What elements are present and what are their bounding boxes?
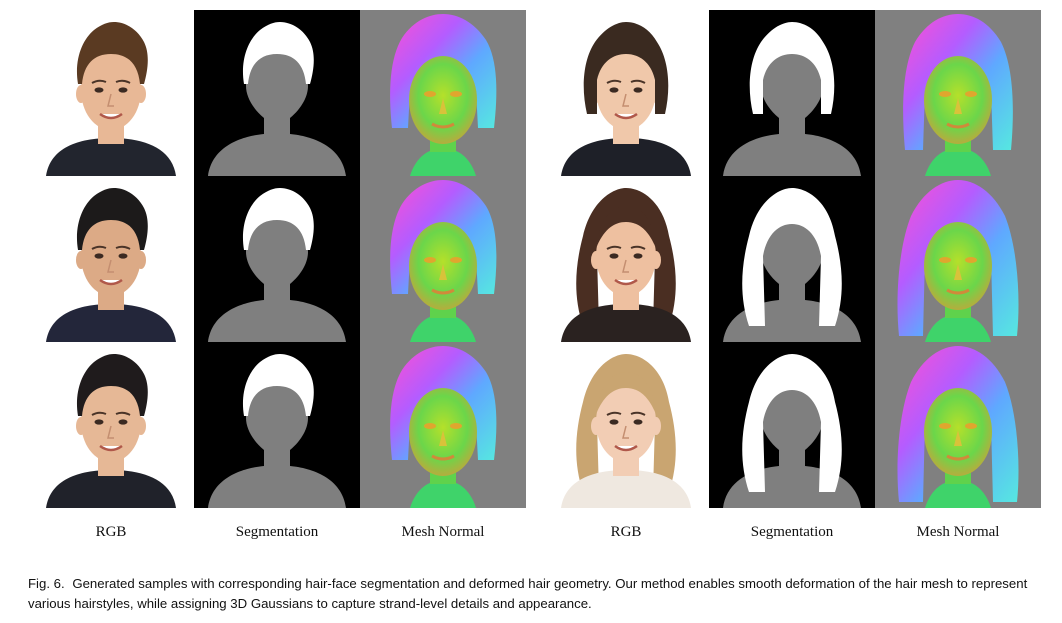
mesh-normal-image: [875, 342, 1041, 508]
segmentation-svg: [709, 10, 875, 176]
column-label-segmentation-right: Segmentation: [750, 524, 834, 540]
segmentation-image: [709, 176, 875, 342]
mesh-normal-image: [875, 176, 1041, 342]
portrait-svg: [28, 10, 194, 176]
mesh-normal-svg: [875, 10, 1041, 176]
mesh-normal-svg: [875, 342, 1041, 508]
segmentation-svg: [194, 342, 360, 508]
mesh-normal-svg: [360, 176, 526, 342]
mesh-normal-image: [360, 342, 526, 508]
mesh-normal-svg: [360, 342, 526, 508]
mesh-normal-image: [875, 10, 1041, 176]
segmentation-svg: [194, 176, 360, 342]
rgb-image: [28, 176, 194, 342]
mesh-normal-svg: [875, 176, 1041, 342]
portrait-svg: [543, 176, 709, 342]
rgb-image: [28, 342, 194, 508]
rgb-image: [543, 176, 709, 342]
mesh-normal-svg: [360, 10, 526, 176]
portrait-svg: [543, 342, 709, 508]
figure-label: Fig. 6.: [28, 576, 65, 591]
portrait-svg: [28, 176, 194, 342]
column-label-rgb-right: RGB: [610, 524, 642, 540]
rgb-image: [543, 342, 709, 508]
figure-caption: Fig. 6. Generated samples with correspon…: [28, 574, 1048, 614]
column-label-mesh-normal-right: Mesh Normal: [916, 524, 1000, 540]
rgb-image: [28, 10, 194, 176]
segmentation-image: [194, 342, 360, 508]
portrait-svg: [543, 10, 709, 176]
column-label-rgb-left: RGB: [95, 524, 127, 540]
segmentation-image: [194, 176, 360, 342]
portrait-svg: [28, 342, 194, 508]
mesh-normal-image: [360, 10, 526, 176]
column-label-mesh-normal-left: Mesh Normal: [401, 524, 485, 540]
rgb-image: [543, 10, 709, 176]
caption-text: Generated samples with corresponding hai…: [28, 576, 1028, 611]
mesh-normal-image: [360, 176, 526, 342]
segmentation-image: [709, 10, 875, 176]
segmentation-svg: [194, 10, 360, 176]
column-label-segmentation-left: Segmentation: [235, 524, 319, 540]
segmentation-image: [194, 10, 360, 176]
segmentation-svg: [709, 342, 875, 508]
segmentation-image: [709, 342, 875, 508]
segmentation-svg: [709, 176, 875, 342]
